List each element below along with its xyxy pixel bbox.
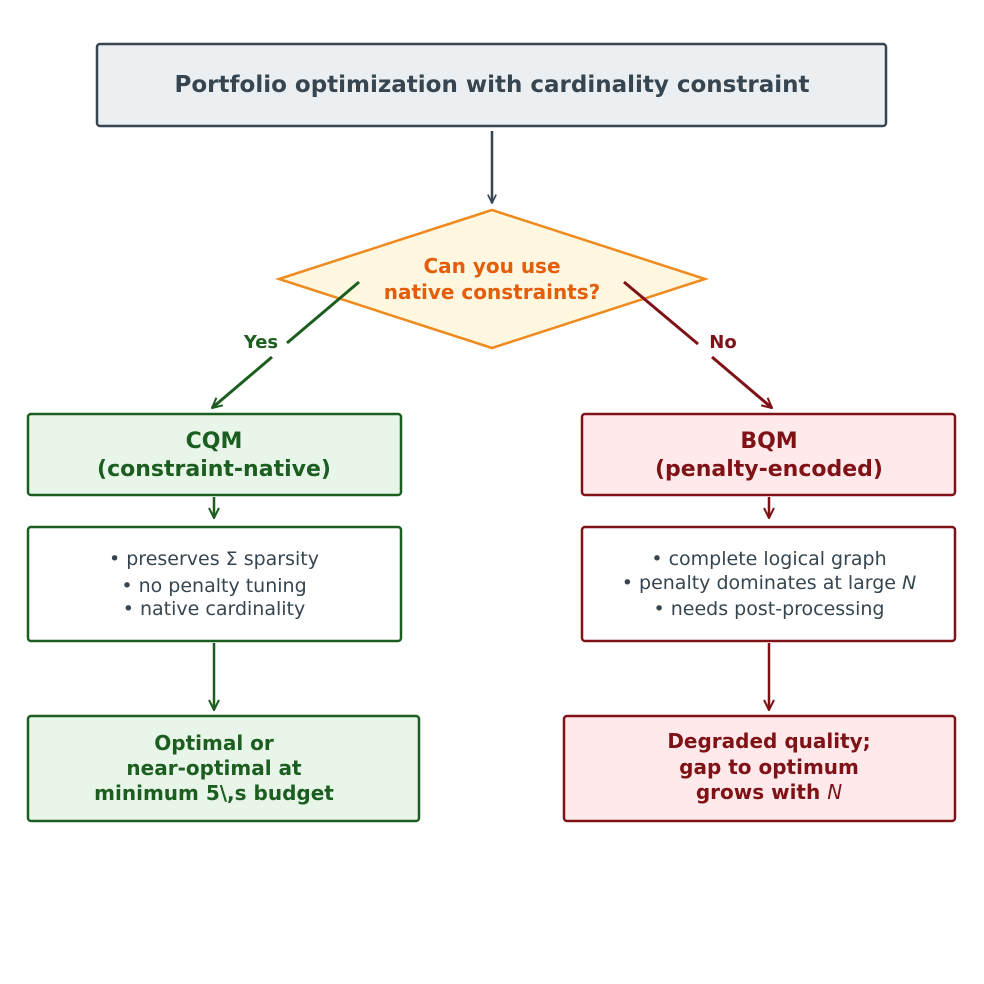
question-line-2: native constraints? [384,280,601,304]
bqm-details-box [580,525,957,643]
cqm-outcome-line-1: Optimal or [154,731,274,755]
yes-label: Yes [243,332,278,353]
bqm-bullet-2: • penalty dominates at large N [622,572,916,594]
bqm-outcome-line-3-text: grows with [696,780,827,804]
question-line-1: Can you use [423,254,560,278]
cqm-outcome-line-3: minimum 5\,s budget [94,781,334,805]
cqm-header-line-2: (constraint-native) [97,457,331,482]
yes-edge-upper [286,280,360,345]
bqm-outcome-line-3: grows with N [696,780,842,804]
bqm-outcome-line-2: gap to optimum [679,755,859,779]
title-box [95,42,888,128]
decision-diamond [274,208,710,350]
yes-edge-lower [212,355,273,408]
bqm-header-line-1: BQM [740,429,797,454]
cqm-header-line-1: CQM [186,429,243,454]
cqm-bullet-2: • no penalty tuning [121,575,306,597]
no-label: No [709,332,736,353]
cqm-bullet-3: • native cardinality [123,598,305,620]
bqm-bullet-1: • complete logical graph [651,548,886,570]
no-edge-upper [623,280,699,346]
bqm-header-line-2: (penalty-encoded) [655,457,883,482]
bqm-outcome-line-3-var: N [827,780,842,804]
bqm-outcome-line-1: Degraded quality; [667,729,870,753]
cqm-bullet-1: • preserves Σ sparsity [109,548,319,570]
cqm-details-box [26,525,403,643]
cqm-outcome-line-2: near-optimal at [126,756,302,780]
cqm-outcome-box [26,714,421,823]
no-edge-lower [711,355,772,408]
bqm-bullet-2-text: • penalty dominates at large [622,572,902,594]
bqm-header-box [580,412,957,497]
bqm-bullet-2-var: N [902,572,916,594]
title-text: Portfolio optimization with cardinality … [175,72,810,98]
bqm-bullet-3: • needs post-processing [654,598,885,620]
bqm-outcome-box [562,714,957,823]
cqm-header-box [26,412,403,497]
